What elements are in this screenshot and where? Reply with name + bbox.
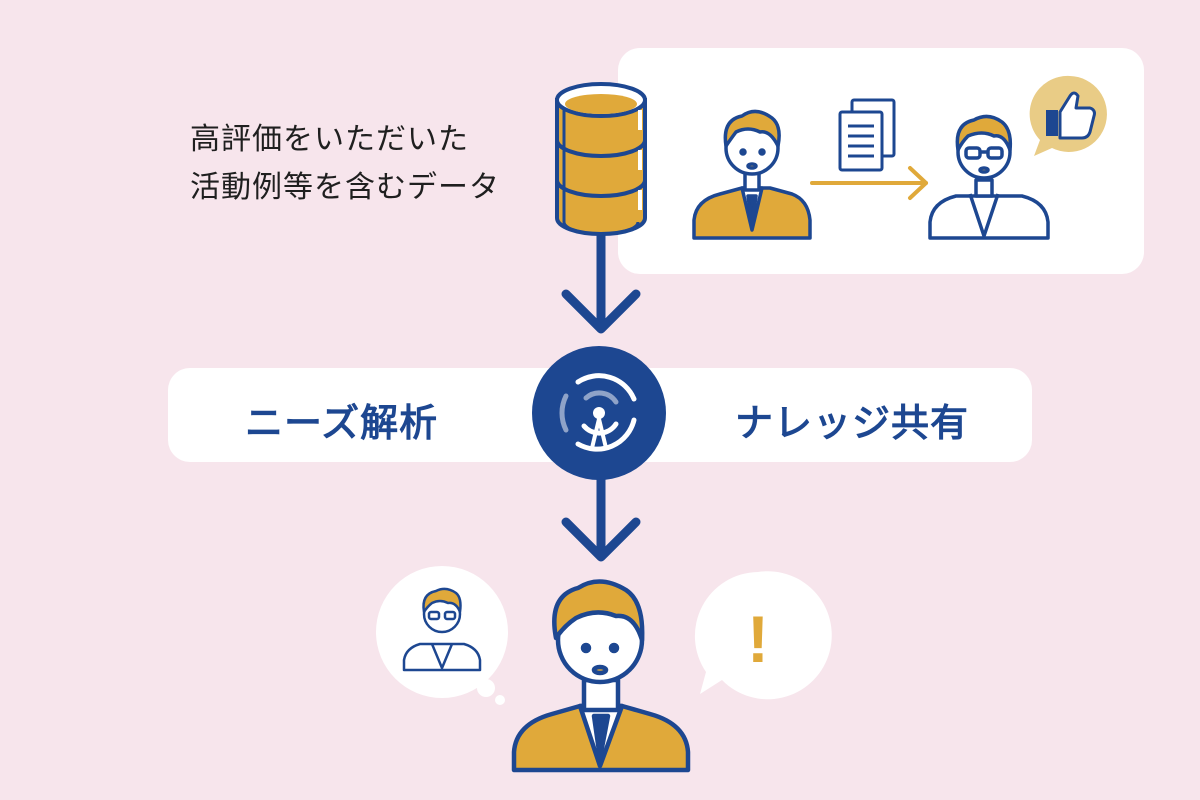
doctor-icon [402,587,482,672]
knowledge-sharing-label: ナレッジ共有 [735,401,970,445]
needs-analysis-label: ニーズ解析 [245,401,439,445]
hub-icon [532,346,666,480]
flow-arrow-top [561,231,641,334]
speech-bubble [694,571,832,700]
data-label-line2: 活動例等を含むデータ [190,170,500,205]
data-description: 高評価をいただいた 活動例等を含むデータ [190,116,500,212]
database-icon [555,82,647,236]
data-label-line1: 高評価をいただいた [190,122,469,157]
handoff-arrow [810,166,928,200]
exclamation-mark: ! [747,602,769,676]
businessman-icon [511,579,691,773]
flow-arrow-bottom [561,465,641,562]
document-icon [838,98,896,172]
thumbs-up-icon [1029,75,1107,156]
doctor-icon [928,114,1050,240]
businessman-icon [692,109,812,240]
thought-bubble [376,566,508,705]
